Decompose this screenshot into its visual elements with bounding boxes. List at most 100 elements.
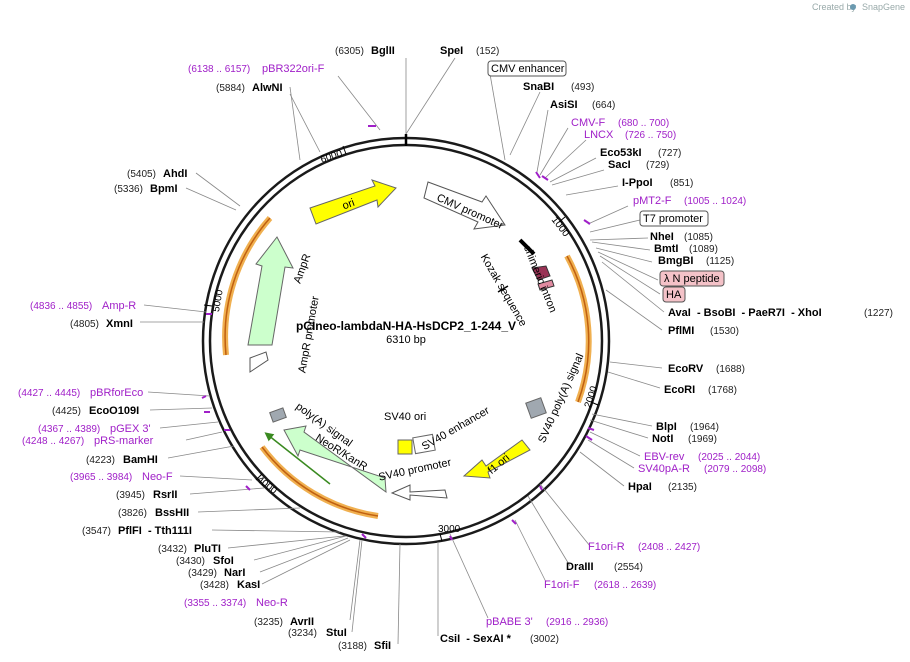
ori-label: ori <box>341 197 357 212</box>
pbr322-primer-pos: (6138 .. 6157) <box>188 64 250 75</box>
asisi-label: AsiSI <box>550 99 578 111</box>
sv40-enhancer-box <box>412 433 436 455</box>
sv40pa-primer-label: SV40pA-R <box>638 463 690 475</box>
csii-sexai-label: CsiI - SexAI * <box>440 633 512 645</box>
sfii-label: SfiI <box>374 640 391 652</box>
ahdi-pos: (5405) <box>127 169 156 180</box>
saci-label: SacI <box>608 159 631 171</box>
chimeric-intron-bar <box>518 238 536 256</box>
sv40-polya-box <box>525 397 547 419</box>
kasi-pos: (3428) <box>200 580 229 591</box>
cmv-enhancer-label: CMV enhancer <box>491 63 565 75</box>
saci-pos: (729) <box>646 160 669 171</box>
primer-marks <box>201 125 595 541</box>
cmvf-primer-label: CMV-F <box>571 117 606 129</box>
sv40-enhancer-label: SV40 enhancer <box>420 404 492 452</box>
snabi-pos: (493) <box>571 82 594 93</box>
ha-label: HA <box>666 289 682 301</box>
ampr-label: AmpR <box>292 252 314 285</box>
pbabe-primer-label: pBABE 3' <box>486 616 533 628</box>
avrii-pos: (3235) <box>254 617 283 628</box>
lambda-n-glyph <box>531 265 551 281</box>
chimeric-intron-label: chimeric intron <box>521 244 559 315</box>
avai-bsobi-paer7i-xhoi-label: AvaI - BsoBI - PaeR7I - XhoI <box>668 307 822 319</box>
neor-inner-arrow <box>264 432 331 485</box>
eco0109i-label: EcoO109I <box>89 405 139 417</box>
pgex-primer-label: pGEX 3' <box>110 423 151 435</box>
draiii-label: DraIII <box>566 561 594 573</box>
eco0109i-pos: (4425) <box>52 406 81 417</box>
prs-primer-pos: (4248 .. 4267) <box>22 436 84 447</box>
neor-arrow <box>283 425 387 494</box>
lncx-primer-pos: (726 .. 750) <box>625 130 676 141</box>
bglii-label: BglII <box>371 45 395 57</box>
ebv-primer-pos: (2025 .. 2044) <box>698 452 760 463</box>
nhei-pos: (1085) <box>684 232 713 243</box>
pflmi-pos: (1530) <box>710 326 739 337</box>
sfii-pos: (3188) <box>338 641 367 652</box>
ecori-pos: (1768) <box>708 385 737 396</box>
pbabe-primer-pos: (2916 .. 2936) <box>546 617 608 628</box>
sv40-ori-label: SV40 ori <box>384 411 426 423</box>
avai-line-pos: (1227) <box>864 308 893 319</box>
tick-4000: 4000 <box>255 474 280 497</box>
csii-pos: (3002) <box>530 634 559 645</box>
tick-3000: 3000 <box>438 524 461 535</box>
noti-label: NotI <box>652 433 673 445</box>
spei-label: SpeI <box>440 45 463 57</box>
ampr-primer-label: Amp-R <box>102 300 136 312</box>
eco53ki-pos: (727) <box>658 148 681 159</box>
alwni-pos: (5884) <box>216 83 245 94</box>
pluti-pos: (3432) <box>158 544 187 555</box>
lambda-n-peptide-box: λ N peptide <box>659 270 725 287</box>
sfoi-label: SfoI <box>213 555 234 567</box>
asisi-pos: (664) <box>592 100 615 111</box>
f1orif-primer-label: F1ori-F <box>544 579 580 591</box>
f1orir-primer-label: F1ori-R <box>588 541 625 553</box>
draiii-pos: (2554) <box>614 562 643 573</box>
ampr-primer-pos: (4836 .. 4855) <box>30 301 92 312</box>
xmni-pos: (4805) <box>70 319 99 330</box>
f1orif-primer-pos: (2618 .. 2639) <box>594 580 656 591</box>
tick-6000: 6000 <box>319 148 344 165</box>
sv40-ori-box <box>397 439 413 455</box>
sfoi-pos: (3430) <box>176 556 205 567</box>
stui-pos: (3234) <box>288 628 317 639</box>
ecori-label: EcoRI <box>664 384 695 396</box>
blpi-label: BlpI <box>656 421 677 433</box>
f1-ori-arrow <box>462 439 531 479</box>
neof-primer-label: Neo-F <box>142 471 173 483</box>
sv40-promoter-label: SV40 promoter <box>377 456 452 483</box>
kozak-label: Kozak sequence <box>478 252 529 328</box>
ori-arrow <box>309 179 397 225</box>
bpmi-pos: (5336) <box>114 184 143 195</box>
ahdi-label: AhdI <box>163 168 187 180</box>
backbone <box>201 134 611 546</box>
bmgbi-pos: (1125) <box>706 256 734 267</box>
pbr322-primer-label: pBR322ori-F <box>262 63 325 75</box>
bpmi-label: BpmI <box>150 183 178 195</box>
hpai-pos: (2135) <box>668 482 697 493</box>
lambda-n-label: λ N peptide <box>664 273 720 285</box>
bglii-pos: (6305) <box>335 46 364 57</box>
ippoi-label: I-PpoI <box>622 177 653 189</box>
ampr-arrow <box>247 236 294 346</box>
kasi-label: KasI <box>237 579 260 591</box>
bmti-pos: (1089) <box>689 244 718 255</box>
tick-marks <box>203 145 599 542</box>
nhei-label: NheI <box>650 231 674 243</box>
cmv-enhancer-box: CMV enhancer <box>487 60 567 77</box>
pmt2-primer-label: pMT2-F <box>633 195 672 207</box>
plasmid-size: 6310 bp <box>386 334 426 346</box>
bmgbi-label: BmgBI <box>658 255 693 267</box>
sv40-promoter-arrow <box>390 484 448 501</box>
ha-box: HA <box>662 286 686 303</box>
pbrfor-primer-pos: (4427 .. 4445) <box>18 388 80 399</box>
rsrii-pos: (3945) <box>116 490 145 501</box>
spei-pos: (152) <box>476 46 499 57</box>
pluti-label: PluTI <box>194 543 221 555</box>
polya-signal-box <box>269 407 287 423</box>
plasmid-title: pCIneo-lambdaN-HA-HsDCP2_1-244_V <box>296 319 516 333</box>
stui-label: StuI <box>326 627 347 639</box>
nari-label: NarI <box>224 567 245 579</box>
